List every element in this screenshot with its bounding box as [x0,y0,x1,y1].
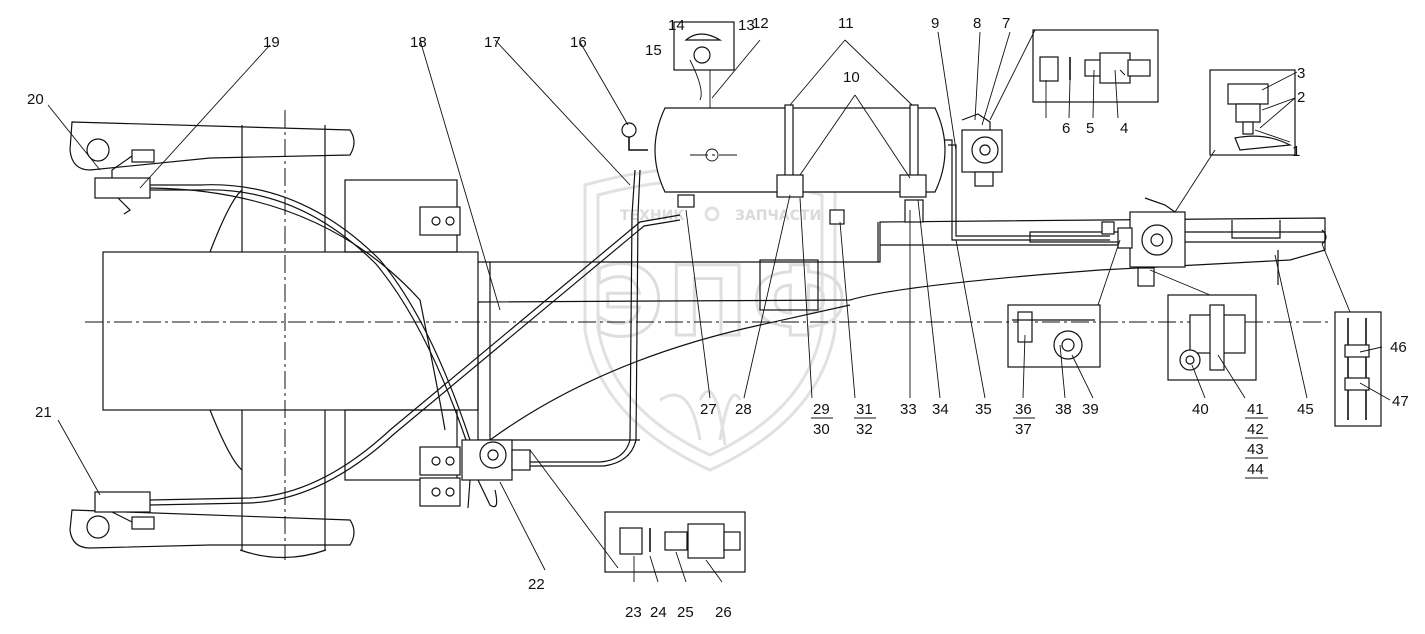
callout-12: 12 [752,15,769,32]
callout-14: 14 [668,17,685,34]
watermark-text-right: ЗАПЧАСТИ [735,208,821,224]
callout-22: 22 [528,576,545,593]
callout-19: 19 [263,34,280,51]
callout-6: 6 [1062,120,1070,137]
detail-inset-40-44 [1167,294,1257,381]
callout-45: 45 [1297,401,1314,418]
couplings-and-valves [94,113,1186,530]
callout-28: 28 [735,401,752,418]
callout-46: 46 [1390,339,1407,356]
callout-31: 31 [856,401,873,418]
callout-36: 36 [1015,401,1032,418]
callout-33: 33 [900,401,917,418]
callout-8: 8 [973,15,981,32]
callout-15: 15 [645,42,662,59]
callout-labels: 3 2 1 4 5 6 7 8 9 10 11 12 13 14 15 16 1… [27,15,1409,621]
callout-11: 11 [838,15,854,32]
detail-inset-4-6 [1032,29,1159,103]
callout-24: 24 [650,604,667,621]
callout-13: 13 [738,17,755,34]
callout-2: 2 [1297,89,1305,106]
callout-7: 7 [1002,15,1010,32]
callout-41: 41 [1247,401,1264,418]
detail-inset-23-26 [604,511,746,573]
pipelines [149,139,1327,506]
detail-inset-46-47 [1334,311,1382,427]
callout-21: 21 [35,404,52,421]
watermark-letters: ЭПФ [593,246,851,358]
callout-10: 10 [843,69,860,86]
callout-25: 25 [677,604,694,621]
callout-32: 32 [856,421,873,438]
watermark-text-left: ТЕХНИК [620,208,685,224]
callout-3: 3 [1297,65,1305,82]
detail-inset-36-39 [1007,304,1101,368]
air-receiver-tank [621,21,946,225]
callout-5: 5 [1086,120,1094,137]
watermark-shield: ТЕХНИК ЗАПЧАСТИ ЭПФ [583,166,851,472]
leader-lines [47,29,1391,583]
detail-inset-1-3 [1209,69,1296,156]
callout-44: 44 [1247,461,1264,478]
callout-40: 40 [1192,401,1209,418]
callout-4: 4 [1120,120,1128,137]
callout-30: 30 [813,421,830,438]
callout-38: 38 [1055,401,1072,418]
callout-29: 29 [813,401,830,418]
callout-42: 42 [1247,421,1264,438]
gear-icon [704,206,720,222]
callout-37: 37 [1015,421,1032,438]
callout-17: 17 [484,34,501,51]
callout-1: 1 [1292,143,1300,160]
callout-16: 16 [570,34,587,51]
callout-43: 43 [1247,441,1264,458]
callout-39: 39 [1082,401,1099,418]
callout-47: 47 [1392,393,1409,410]
callout-18: 18 [410,34,427,51]
callout-27: 27 [700,401,717,418]
frame [69,110,1330,560]
callout-20: 20 [27,91,44,108]
callout-23: 23 [625,604,642,621]
callout-26: 26 [715,604,732,621]
callout-34: 34 [932,401,949,418]
callout-9: 9 [931,15,939,32]
callout-35: 35 [975,401,992,418]
